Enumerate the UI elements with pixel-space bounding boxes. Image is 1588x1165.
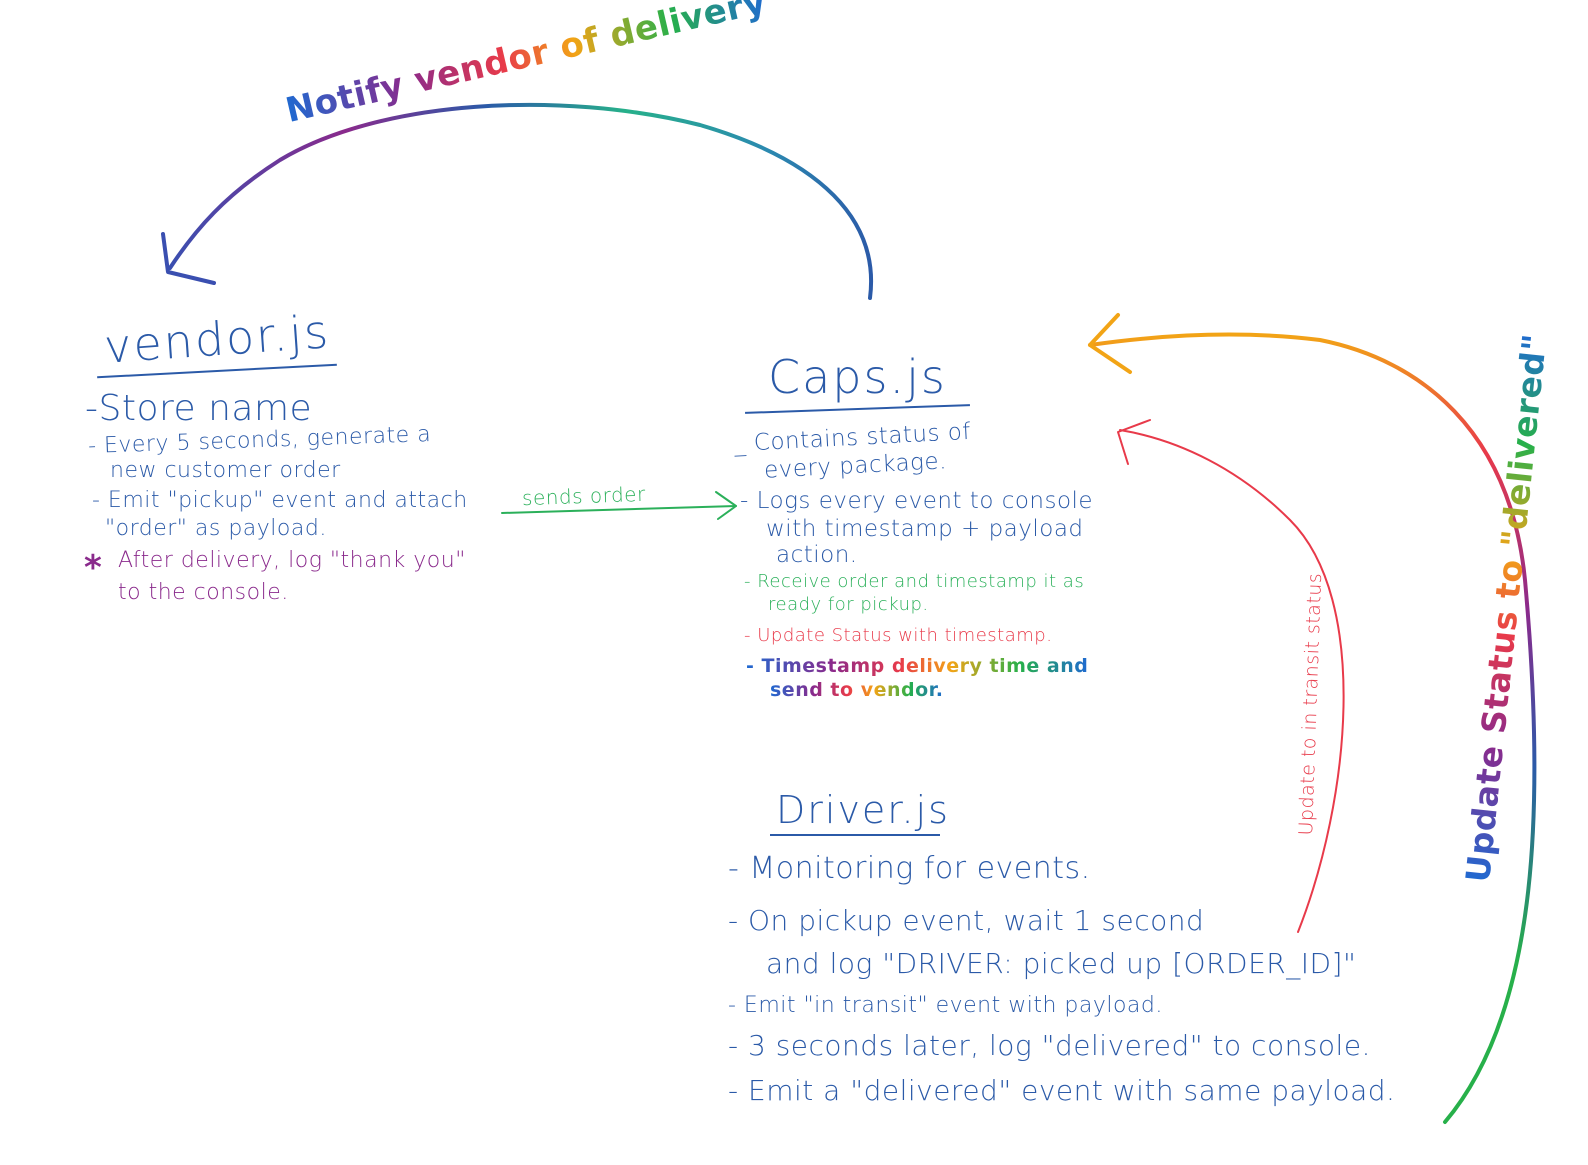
driver-item-on-pickup: - On pickup event, wait 1 second — [728, 904, 1205, 937]
delivered-arrow-head — [1088, 313, 1132, 374]
notify-arrow-head — [161, 232, 216, 285]
vendor-item-emit-cont: "order" as payload. — [105, 516, 327, 541]
vendor-item-emit: - Emit "pickup" event and attach — [92, 488, 468, 513]
caps-item-ready-pickup: ready for pickup. — [768, 594, 929, 615]
vendor-item-after-delivery-cont: to the console. — [118, 580, 289, 605]
in-transit-arrow-head — [1117, 419, 1151, 465]
caps-item-timestamp-delivery: - Timestamp delivery time and — [746, 655, 1089, 678]
sends-order-arrow-path — [501, 505, 737, 514]
caps-item-update-status: - Update Status with timestamp. — [744, 625, 1053, 646]
driver-item-emit-delivered: - Emit a "delivered" event with same pay… — [728, 1074, 1396, 1107]
driver-title: Driver.js — [776, 788, 950, 832]
caps-item-receive-order: - Receive order and timestamp it as — [744, 571, 1085, 592]
sends-order-arrow-head — [715, 491, 737, 520]
caps-title: Caps.js — [768, 350, 947, 404]
notify-arrow-path — [168, 102, 874, 300]
sends-order-label: sends order — [521, 481, 647, 511]
vendor-item-after-delivery: After delivery, log "thank you" — [118, 548, 466, 573]
delivered-arrow-path — [1088, 332, 1537, 1124]
caps-item-logs: - Logs every event to console — [740, 488, 1094, 514]
caps-item-action: action. — [776, 542, 858, 568]
caps-item-send-vendor-text: send to vendor. — [770, 679, 944, 701]
driver-item-log-driver: and log "DRIVER: picked up [ORDER_ID]" — [766, 947, 1357, 980]
vendor-item-store-name: -Store name — [85, 388, 313, 429]
vendor-star: * — [84, 548, 103, 588]
driver-item-3-seconds: - 3 seconds later, log "delivered" to co… — [728, 1029, 1371, 1062]
in-transit-arrow-path — [1119, 429, 1345, 933]
driver-item-monitoring: - Monitoring for events. — [728, 851, 1091, 886]
caps-item-send-vendor: send to vendor. — [770, 679, 944, 702]
caps-item-timestamp-delivery-text: - Timestamp delivery time and — [746, 655, 1089, 677]
vendor-item-every-5-cont: new customer order — [110, 458, 341, 483]
driver-title-underline — [770, 834, 940, 836]
caps-item-logs-cont: with timestamp + payload — [766, 516, 1084, 542]
driver-item-emit-transit: - Emit "in transit" event with payload. — [728, 993, 1163, 1018]
